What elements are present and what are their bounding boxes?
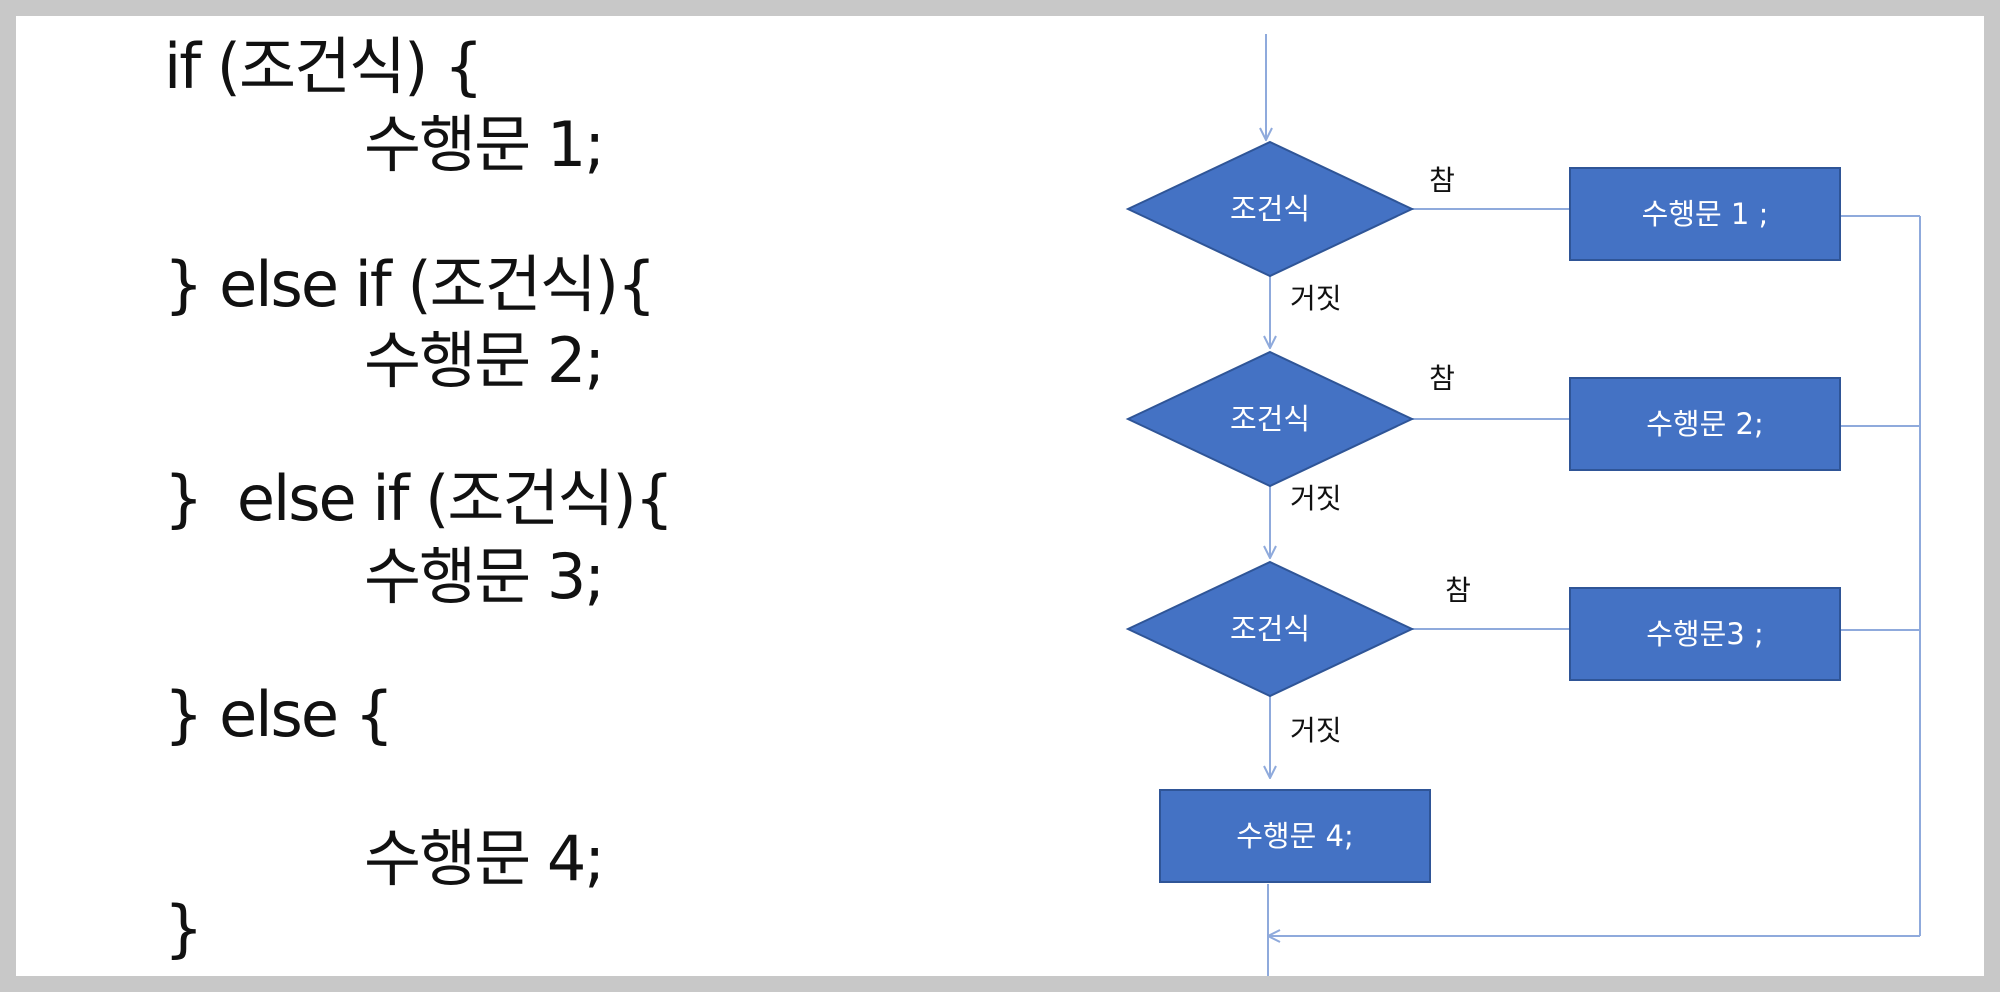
- action-box-1: [1569, 167, 1841, 261]
- action-label-1: 수행문 1 ;: [1642, 197, 1769, 231]
- flowchart: 조건식 조건식 조건식 수행문 1 ; 수행문 2; 수행문3 ; 수행문 4;…: [1125, 34, 1921, 976]
- slide: if (조건식) { 수행문 1; } else if (조건식){ 수행문 2…: [16, 16, 1984, 976]
- decision-diamond-3: [1125, 560, 1415, 698]
- code-line-close-brace: }: [164, 892, 203, 965]
- code-line-else-if-1: } else if (조건식){: [164, 248, 656, 321]
- decision-label-2: 조건식: [1230, 402, 1310, 436]
- true-label-3: 참: [1445, 574, 1471, 607]
- decision-label-1: 조건식: [1230, 192, 1310, 226]
- else-action-box: [1159, 789, 1431, 883]
- false-label-3: 거짓: [1290, 714, 1342, 747]
- code-line-statement-4: 수행문 4;: [364, 822, 605, 895]
- code-line-statement-1: 수행문 1;: [364, 108, 605, 181]
- code-line-else: } else {: [164, 678, 394, 751]
- action-box-3: [1569, 587, 1841, 681]
- false-label-2: 거짓: [1290, 482, 1342, 515]
- true-label-1: 참: [1429, 164, 1455, 197]
- action-label-3: 수행문3 ;: [1646, 617, 1763, 651]
- code-line-else-if-2: } else if (조건식){: [164, 462, 674, 535]
- decision-label-3: 조건식: [1230, 612, 1310, 646]
- code-line-if: if (조건식) {: [164, 30, 483, 103]
- decision-diamond-2: [1125, 350, 1415, 488]
- action-label-2: 수행문 2;: [1646, 407, 1763, 441]
- code-line-statement-2: 수행문 2;: [364, 324, 605, 397]
- code-line-statement-3: 수행문 3;: [364, 540, 605, 613]
- false-label-1: 거짓: [1290, 282, 1342, 315]
- action-box-2: [1569, 377, 1841, 471]
- else-action-label: 수행문 4;: [1236, 819, 1353, 853]
- true-label-2: 참: [1429, 362, 1455, 395]
- decision-diamond-1: [1125, 140, 1415, 278]
